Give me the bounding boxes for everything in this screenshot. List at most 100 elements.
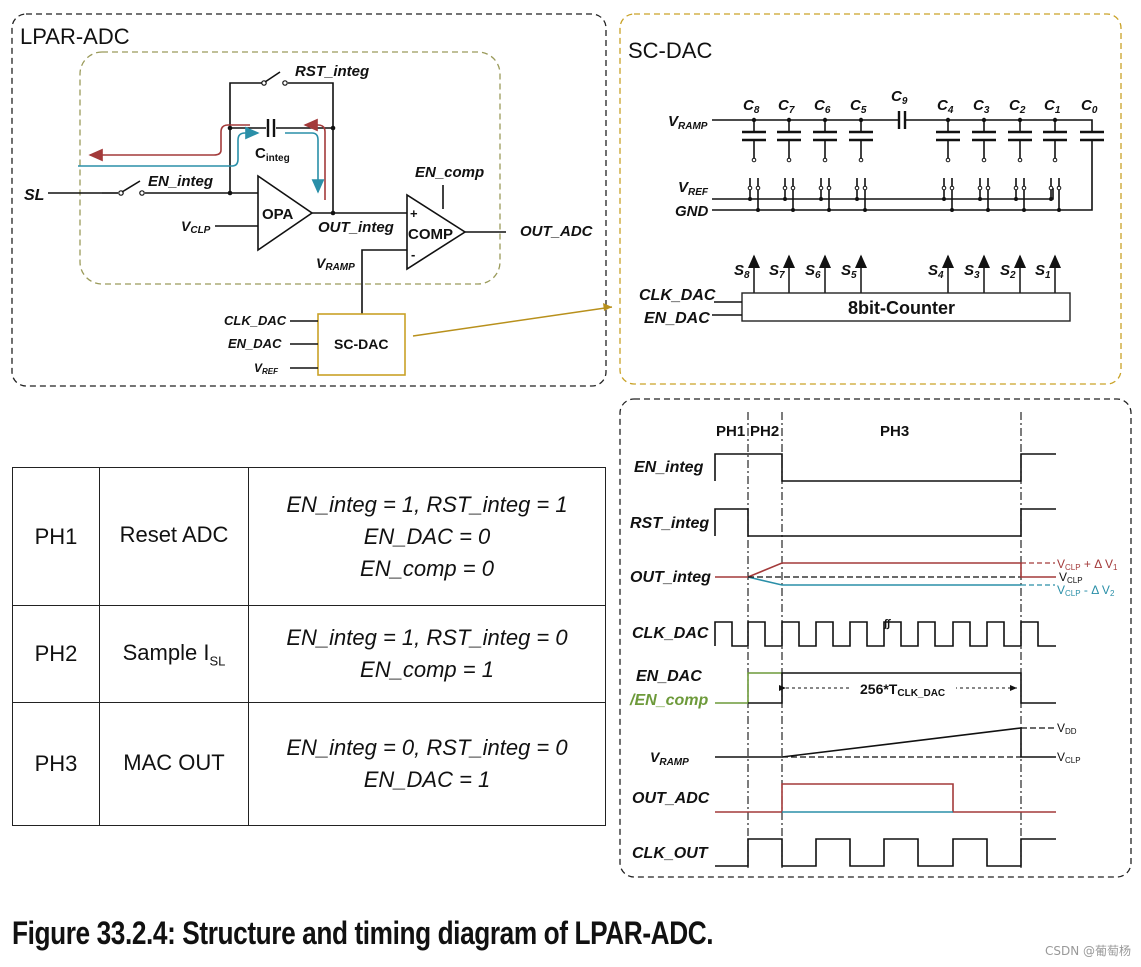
integrator-region-border: [79, 51, 501, 285]
bridge-cap-label: C9: [891, 88, 908, 107]
operation-subscript: SL: [209, 653, 226, 669]
phase-cell: PH2: [12, 605, 100, 703]
switch-blade: [784, 178, 794, 186]
sc-vref-label: VREF: [678, 179, 709, 198]
rst-switch-contact: [282, 80, 288, 86]
rst-integ-label: RST_integ: [295, 63, 369, 80]
wave-clk-out: [715, 838, 1056, 867]
charge-path-arrow-left: [78, 126, 260, 167]
switch-gnd-contact: [949, 185, 955, 191]
switch-vref-contact: [941, 185, 947, 191]
lpar-adc-panel: LPAR-ADC RST_integ Cinteg SL EN_integ: [11, 13, 613, 387]
phase-cell: PH3: [12, 702, 100, 826]
watermark: CSDN @葡萄杨: [1044, 944, 1131, 958]
condition-line: EN_integ = 1, RST_integ = 0: [286, 625, 568, 650]
switch-signal-label: S5: [841, 262, 857, 281]
operation-text: Reset ADC: [119, 522, 229, 548]
switch-gnd-contact: [1056, 185, 1062, 191]
counter-label: 8bit-Counter: [848, 298, 955, 318]
duration-label-bg: [852, 678, 956, 698]
opa-triangle: [257, 174, 314, 252]
junction-dot: [950, 208, 954, 212]
switch-signal-label: S7: [769, 262, 785, 281]
rst-switch-blade: [264, 71, 281, 83]
junction-dot: [756, 208, 760, 212]
sc-en-dac-label: EN_DAC: [644, 310, 710, 327]
capacitor-label: C3: [973, 97, 990, 116]
sig-label-en-dac: EN_DAC: [636, 668, 702, 685]
switch-blade: [943, 178, 953, 186]
zoom-connector-arrowhead: [603, 303, 612, 311]
en-integ-switch-blade: [121, 180, 141, 193]
capacitor-label: C4: [937, 97, 954, 116]
sc-dac-border: [619, 13, 1122, 385]
switch-vref-contact: [1048, 185, 1054, 191]
switch-vref-contact: [818, 185, 824, 191]
wave-out-integ-low: [747, 576, 1021, 586]
wave-vramp: [715, 727, 1056, 758]
sc-gnd-label: GND: [675, 203, 709, 220]
junction-dot: [783, 197, 787, 201]
en-dac-input-label: EN_DAC: [228, 336, 282, 351]
lsb-rail: [906, 119, 1093, 132]
wave-clk-dac: [714, 621, 1056, 647]
switch-gnd-contact: [985, 185, 991, 191]
sig-label-en-comp: /EN_comp: [629, 692, 708, 709]
junction-dot: [748, 197, 752, 201]
vramp-label: VRAMP: [316, 255, 355, 273]
switch-vref-contact: [977, 185, 983, 191]
capacitor-label: C5: [850, 97, 867, 116]
junction-dot: [330, 210, 336, 216]
zoom-connector-line: [412, 306, 613, 337]
wave-en-integ: [714, 453, 1056, 482]
wave-en-comp: [715, 672, 782, 704]
switch-gnd-contact: [755, 185, 761, 191]
capacitor-label: C7: [778, 97, 795, 116]
capacitor-label: C2: [1009, 97, 1026, 116]
switch-signal-label: S2: [1000, 262, 1016, 281]
vramp-vclp-label: VCLP: [1057, 750, 1081, 765]
switch-common-contact: [981, 157, 987, 163]
sc-vramp-label: VRAMP: [668, 113, 708, 132]
switch-blade: [856, 178, 866, 186]
switch-blade: [820, 178, 830, 186]
lpar-adc-title: LPAR-ADC: [20, 24, 130, 49]
sig-label-vramp: VRAMP: [650, 749, 689, 768]
rst-loop-left-wire: [229, 82, 262, 193]
switch-common-contact: [822, 157, 828, 163]
timing-border: [619, 398, 1132, 878]
discharge-path-arrow-left: [88, 124, 250, 162]
capacitor-label: C8: [743, 97, 760, 116]
sc-dac-panel: SC-DAC VRAMP VREF GND C8S8C7S7C6S6C5S5C4…: [619, 13, 1122, 385]
capacitor-label: C0: [1081, 97, 1098, 116]
sc-dac-block-label: SC-DAC: [334, 336, 388, 352]
sig-label-clk-out: CLK_OUT: [632, 845, 709, 862]
comp-plus-label: +: [410, 206, 418, 221]
switch-common-contact: [1017, 157, 1023, 163]
cinteg-label: Cinteg: [255, 145, 290, 164]
condition-line: EN_DAC = 1: [363, 767, 491, 792]
operation-text: MAC OUT: [123, 749, 225, 775]
switch-common-contact: [945, 157, 951, 163]
en-integ-label: EN_integ: [148, 173, 213, 190]
discharge-path-arrow-right: [303, 118, 326, 200]
operation-cell: Sample ISL: [99, 605, 249, 703]
switch-signal-label: S3: [964, 262, 980, 281]
sig-label-clk-dac: CLK_DAC: [632, 625, 709, 642]
junction-dot: [227, 125, 233, 131]
wave-out-integ-reset: [1020, 563, 1056, 578]
switch-blade: [1015, 178, 1025, 186]
switch-signal-label: S4: [928, 262, 944, 281]
switch-gnd-contact: [1021, 185, 1027, 191]
charge-path-arrow-right: [285, 132, 325, 194]
junction-dot: [1057, 208, 1061, 212]
switch-signal-label: S1: [1035, 262, 1051, 281]
vclp-input-label: VCLP: [181, 218, 211, 236]
junction-dot: [978, 197, 982, 201]
